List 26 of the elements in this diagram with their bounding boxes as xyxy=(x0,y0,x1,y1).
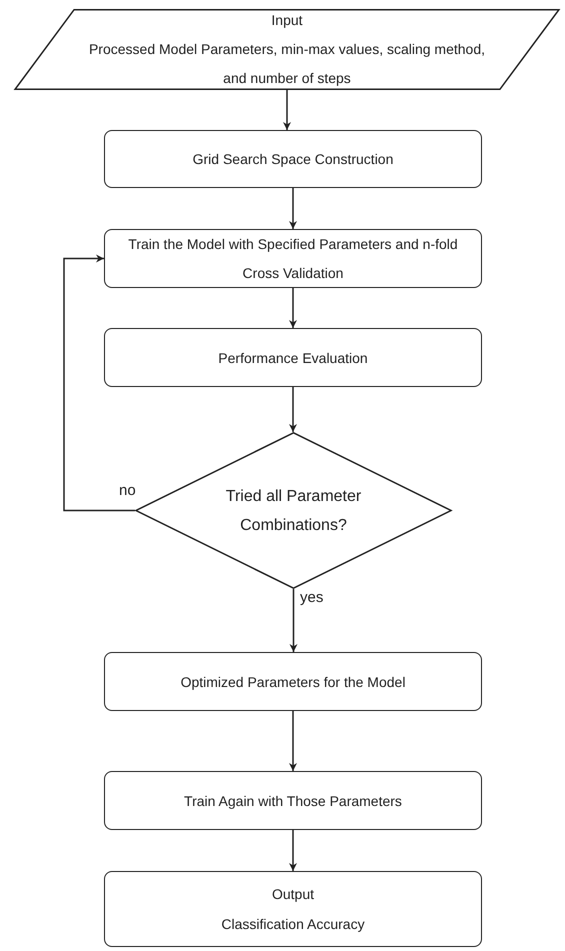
arrow xyxy=(289,288,297,328)
node-text: Optimized Parameters for the Model xyxy=(180,672,406,692)
node-text: Processed Model Parameters, min-max values, scaling method, and number of steps xyxy=(88,40,486,88)
node-heading: Output xyxy=(272,885,314,904)
node-text: Tried all Parameter Combinations? xyxy=(224,486,362,536)
process-box xyxy=(104,328,482,387)
arrow xyxy=(289,387,297,432)
node-text: Classification Accuracy xyxy=(221,915,365,934)
decision-diamond xyxy=(135,432,452,589)
arrow xyxy=(289,711,297,771)
process-box xyxy=(104,229,482,288)
arrow xyxy=(63,254,135,512)
process-box xyxy=(104,652,482,711)
process-box xyxy=(104,771,482,830)
node-text: Grid Search Space Construction xyxy=(192,150,394,169)
node-heading: Input xyxy=(271,11,303,30)
process-box xyxy=(104,871,482,947)
arrow xyxy=(289,830,297,871)
node-text: Performance Evaluation xyxy=(218,348,368,368)
process-box xyxy=(104,130,482,188)
arrow xyxy=(290,589,298,652)
node-text: Train Again with Those Parameters xyxy=(184,792,402,810)
node-text: Train the Model with Specified Parameters and n-fold Cross Validation xyxy=(127,234,459,282)
input-output-parallelogram xyxy=(14,9,560,90)
arrow xyxy=(283,90,291,130)
arrow xyxy=(289,188,297,229)
